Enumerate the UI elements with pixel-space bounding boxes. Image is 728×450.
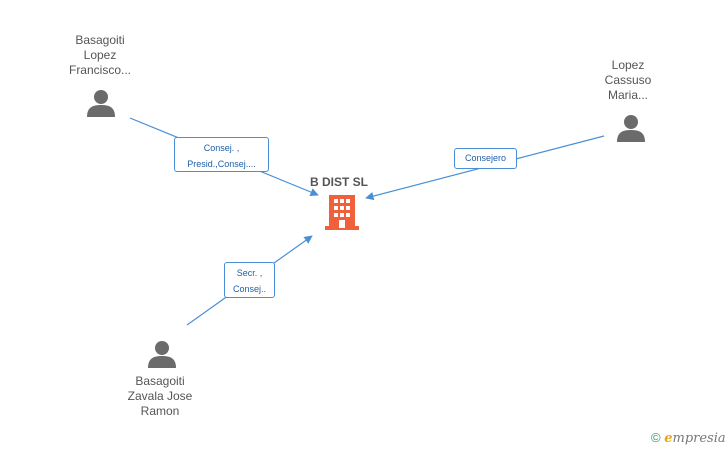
relation-label-p1[interactable]: Consej. , Presid.,Consej.... (174, 137, 269, 172)
person-name-line: Lopez (83, 48, 117, 62)
relation-label-p3[interactable]: Secr. , Consej.. (224, 262, 275, 298)
person-name-line: Cassuso (604, 73, 652, 87)
relation-role: Consej. , (203, 143, 240, 153)
person-icon[interactable] (86, 88, 116, 118)
brand-logo: empresia (664, 431, 726, 446)
company-name[interactable]: B DIST SL (309, 175, 368, 189)
copyright-icon: © (651, 430, 661, 445)
person-name-line: Basagoiti (75, 33, 125, 47)
relation-role: Consejero (464, 153, 507, 163)
relation-role: Presid.,Consej.... (187, 159, 256, 169)
person-icon[interactable] (147, 339, 177, 369)
person-label-p2[interactable]: Lopez Cassuso Maria... (573, 58, 683, 103)
person-name-line: Ramon (140, 404, 180, 418)
building-icon[interactable] (325, 194, 359, 230)
person-name-line: Basagoiti (135, 374, 185, 388)
person-name-line: Zavala Jose (127, 389, 193, 403)
person-label-p3[interactable]: Basagoiti Zavala Jose Ramon (105, 374, 215, 419)
footer-brand: © empresia (651, 430, 726, 446)
relation-role: Secr. , (236, 268, 263, 278)
person-name-line: Francisco... (68, 63, 131, 77)
person-name-line: Lopez (611, 58, 645, 72)
relation-label-p2[interactable]: Consejero (454, 148, 517, 169)
person-label-p1[interactable]: Basagoiti Lopez Francisco... (45, 33, 155, 78)
relation-role: Consej.. (232, 284, 267, 294)
person-icon[interactable] (616, 113, 646, 143)
person-name-line: Maria... (607, 88, 648, 102)
